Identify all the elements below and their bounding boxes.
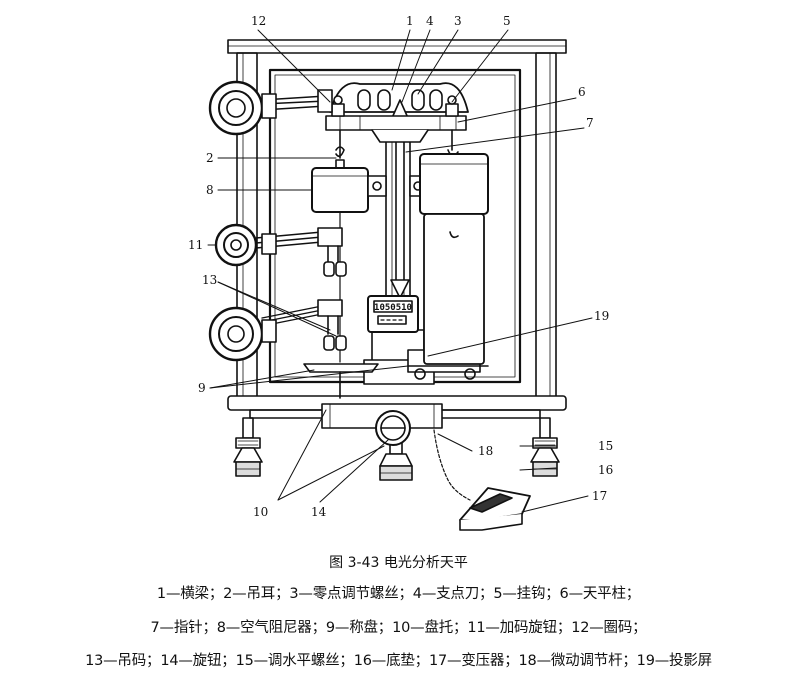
callout-19: 19	[594, 309, 609, 323]
callout-4: 4	[426, 14, 434, 28]
base-plate	[227, 395, 567, 429]
left-hanger-damper	[311, 129, 427, 363]
balance-diagram: 1050510 12 1 4 3 5 6 7 2 8 11 13 19 9 15…	[188, 14, 613, 531]
callout-1: 1	[406, 14, 414, 28]
beam-assembly	[325, 82, 469, 143]
pans	[303, 363, 489, 399]
front-knob	[375, 410, 411, 446]
callout-10: 10	[253, 505, 268, 519]
weight-loading-knob	[214, 223, 347, 277]
callout-11: 11	[188, 238, 203, 252]
callout-3: 3	[454, 14, 462, 28]
callout-6: 6	[578, 85, 586, 99]
leveling-foot-left	[233, 417, 263, 477]
callout-2: 2	[206, 151, 214, 165]
lower-weight-knob	[208, 299, 347, 362]
reading-display-box	[367, 295, 419, 333]
legend-line-2: 7—指针；8—空气阻尼器；9—称盘；10—盘托；11—加码旋钮；12—圈码；	[150, 620, 647, 636]
figure-caption-title: 图 3-43 电光分析天平	[329, 555, 468, 571]
transformer	[459, 487, 531, 531]
side-brackets	[261, 93, 277, 343]
legend-line-3: 13—吊码；14—旋钮；15—调水平螺丝；16—底垫；17—变压器；18—微动调…	[85, 653, 712, 669]
callout-13: 13	[202, 273, 217, 287]
callout-16: 16	[598, 463, 613, 477]
legend-line-1: 1—横梁；2—吊耳；3—零点调节螺丝；4—支点刀；5—挂钩；6—天平柱；	[156, 586, 641, 602]
display-reading: 1050510	[374, 303, 412, 313]
right-hanger-damper	[419, 129, 489, 365]
leveling-foot-right	[530, 417, 560, 477]
callout-17: 17	[592, 489, 607, 503]
callout-numbers: 12 1 4 3 5 6 7 2 8 11 13 19 9 15 18 16 1…	[188, 14, 613, 519]
callout-15: 15	[598, 439, 613, 453]
callout-5: 5	[503, 14, 511, 28]
fine-adjust-chain	[433, 429, 471, 501]
callout-14: 14	[311, 505, 327, 519]
leader-lines	[207, 29, 593, 513]
callout-12: 12	[251, 14, 266, 28]
callout-8: 8	[206, 183, 214, 197]
callout-9: 9	[198, 381, 206, 395]
callout-7: 7	[586, 116, 594, 130]
callout-18: 18	[478, 444, 493, 458]
